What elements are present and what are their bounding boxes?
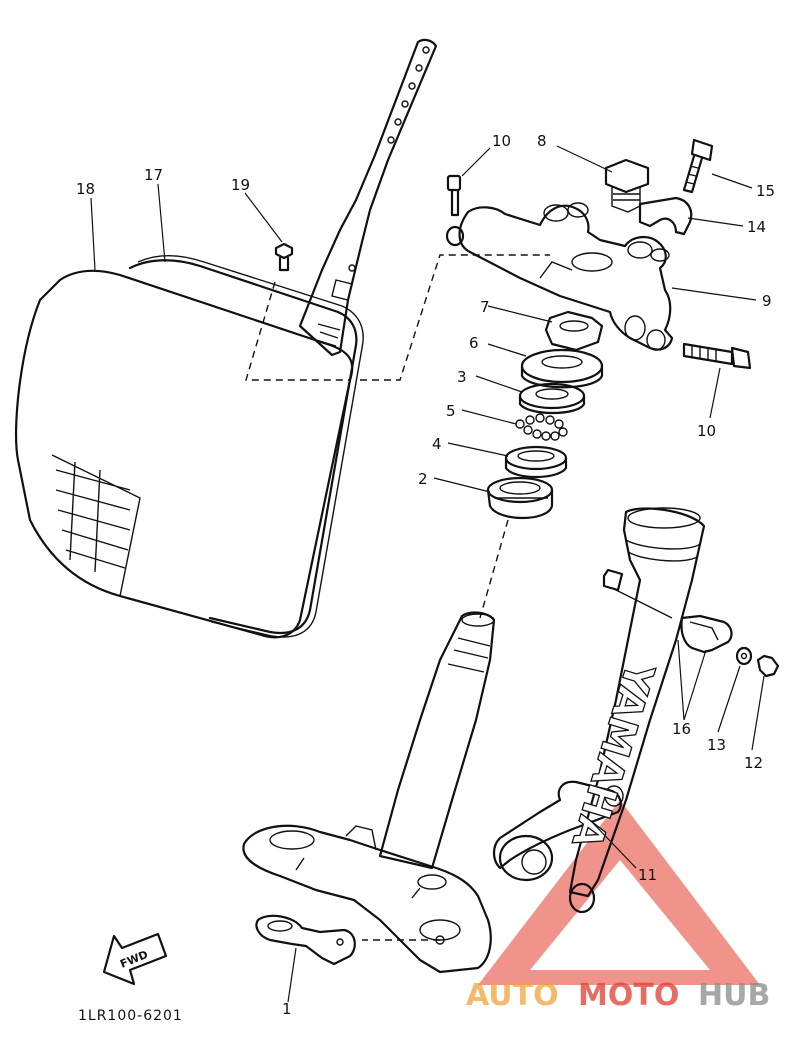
watermark-hub: HUB — [698, 978, 770, 1013]
ball-bearings — [515, 413, 568, 441]
assembly-line-stem — [479, 519, 509, 619]
upper-bracket — [458, 202, 674, 351]
upper-race — [518, 382, 586, 414]
handlebar-clamp — [638, 196, 693, 236]
bearing-cover — [520, 348, 604, 389]
label-part-14: 18 — [76, 180, 95, 198]
label-part-11: 14 — [747, 218, 766, 236]
fork-clamp — [680, 614, 733, 654]
cover-screw — [274, 242, 294, 272]
label-part-7: 7 — [480, 298, 490, 316]
label-part-4: 4 — [432, 435, 442, 453]
label-part-17: 16 — [672, 720, 691, 738]
leader-lines — [90, 145, 765, 1003]
fwd-direction-arrow: FWD — [102, 932, 168, 986]
fork-screw — [756, 654, 780, 678]
headlight-stay — [298, 38, 438, 357]
label-part-16: 11 — [638, 866, 657, 884]
label-part-18: 12 — [744, 754, 763, 772]
watermark-text: AUTO MOTO HUB — [466, 978, 770, 1013]
bearing-race — [504, 445, 568, 478]
watermark-moto: MOTO — [578, 978, 679, 1013]
label-part-1: 1 — [282, 1000, 292, 1018]
watermark-auto: AUTO — [466, 978, 559, 1013]
washer — [735, 646, 753, 666]
bolt-lower — [682, 342, 752, 370]
stem-top-nut — [604, 158, 650, 213]
label-part-10-upper: 10 — [492, 132, 511, 150]
watermark-inner-triangle-icon — [562, 890, 680, 960]
label-part-12: 15 — [756, 182, 775, 200]
headlight-cover — [14, 269, 354, 639]
clamp-bolt — [682, 138, 714, 194]
fork-brand-text: YAMAHA — [562, 656, 662, 853]
label-part-9: 9 — [762, 292, 772, 310]
label-part-19: 13 — [707, 736, 726, 754]
label-part-6: 6 — [469, 334, 479, 352]
part-labels: 18 17 19 10 8 15 14 9 10 7 6 3 5 4 2 16 … — [76, 132, 775, 1018]
stay-bracket — [255, 914, 356, 966]
bolt-upper — [445, 174, 465, 247]
label-part-13: 17 — [144, 166, 163, 184]
label-part-10-lower: 10 — [697, 422, 716, 440]
label-part-3: 3 — [457, 368, 467, 386]
assembly-line-headlight — [245, 254, 550, 381]
label-part-15: 19 — [231, 176, 250, 194]
label-part-8: 8 — [537, 132, 547, 150]
label-part-5: 5 — [446, 402, 456, 420]
watermark-logo — [478, 800, 760, 985]
diagram-code: 1LR100-6201 — [78, 1008, 183, 1024]
ring-nut — [544, 310, 604, 352]
steering-stem-under-bracket — [242, 611, 496, 974]
watermark-triangle-icon — [478, 800, 760, 985]
headlight-housing — [128, 254, 364, 638]
tapered-bearing — [486, 476, 554, 520]
label-part-2: 2 — [418, 470, 428, 488]
